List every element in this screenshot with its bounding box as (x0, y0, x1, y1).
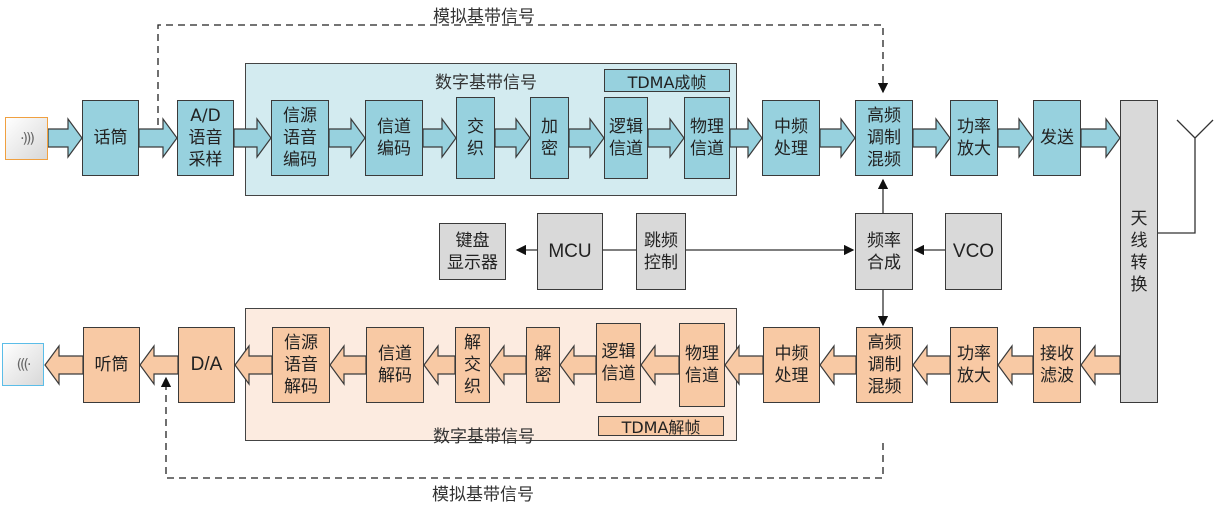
rx-block-filter: 接收 滤波 (1033, 327, 1081, 403)
analog-baseband-label-top: 模拟基带信号 (433, 7, 535, 27)
ctrl-block-vco: VCO (945, 213, 1002, 290)
rx-block-earpiece: 听筒 (83, 327, 140, 403)
tx-flow-arrow (1080, 117, 1121, 159)
rx-block-decrypt: 解 密 (526, 327, 560, 403)
rx-block-phys-channel: 物理 信道 (679, 323, 725, 407)
rx-flow-arrow (489, 344, 527, 386)
tx-flow-arrow (819, 117, 856, 159)
rx-flow-arrow (329, 344, 367, 386)
mic-source-icon: ·))) (5, 117, 48, 160)
tx-block-ad: A/D 语音 采样 (177, 100, 234, 176)
tx-block-interleave: 交 织 (456, 97, 495, 179)
rx-flow-arrow (234, 344, 273, 386)
rx-group-label: 数字基带信号 (433, 427, 535, 447)
rx-block-da: D/A (178, 327, 235, 403)
rx-flow-arrow (997, 344, 1034, 386)
tx-block-encrypt: 加 密 (530, 97, 569, 179)
tx-block-mic: 话筒 (82, 100, 139, 176)
analog-baseband-top-line (157, 24, 889, 125)
tx-block-rf-mod: 高频 调制 混频 (855, 100, 913, 176)
analog-baseband-label-bottom: 模拟基带信号 (432, 485, 534, 505)
tx-flow-arrow (233, 117, 272, 159)
tx-flow-arrow (47, 117, 83, 159)
tx-block-phys-channel: 物理 信道 (684, 97, 730, 179)
rx-flow-arrow (819, 344, 857, 386)
rx-block-if: 中频 处理 (763, 327, 820, 403)
tx-flow-arrow (328, 117, 366, 159)
rx-flow-arrow (1080, 344, 1121, 386)
tx-block-source-encode: 信源 语音 编码 (271, 100, 329, 176)
tx-block-channel-encode: 信道 编码 (365, 100, 423, 176)
rx-block-logic-channel: 逻辑 信道 (596, 323, 641, 403)
tdma-framing-label: TDMA成帧 (604, 69, 730, 92)
rx-block-pa: 功率 放大 (950, 327, 998, 403)
antenna-icon (1157, 119, 1214, 234)
ctrl-block-synth: 频率 合成 (855, 213, 913, 290)
antenna-switch-block: 天 线 转 换 (1120, 100, 1158, 403)
tx-flow-arrow (997, 117, 1034, 159)
rx-block-deinterleave: 解 交 织 (455, 327, 490, 403)
rx-flow-arrow (423, 344, 456, 386)
tx-block-pa: 功率 放大 (950, 100, 998, 176)
tx-flow-arrow (647, 117, 685, 159)
tx-block-logic-channel: 逻辑 信道 (604, 97, 648, 179)
tx-flow-arrow (568, 117, 605, 159)
tx-group-label: 数字基带信号 (435, 73, 537, 93)
rx-block-rf-mix: 高频 调制 混频 (856, 327, 913, 403)
rx-block-source-decode: 信源 语音 解码 (272, 327, 330, 403)
rx-flow-arrow (559, 344, 597, 386)
rx-flow-arrow (139, 344, 179, 386)
tdma-deframing-label: TDMA解帧 (598, 416, 724, 437)
rx-flow-arrow (724, 344, 764, 386)
tx-block-if: 中频 处理 (762, 100, 820, 176)
rx-block-channel-decode: 信道 解码 (366, 327, 424, 403)
ctrl-block-hop: 跳频 控制 (636, 213, 686, 290)
tx-flow-arrow (422, 117, 457, 159)
tx-block-send: 发送 (1033, 100, 1081, 176)
tx-flow-arrow (494, 117, 531, 159)
tx-flow-arrow (138, 117, 178, 159)
ctrl-block-keypad: 键盘 显示器 (439, 223, 506, 280)
rx-flow-arrow (44, 344, 84, 386)
speaker-output-icon: (((· (2, 343, 44, 386)
ctrl-block-mcu: MCU (537, 213, 603, 290)
rx-flow-arrow (912, 344, 951, 386)
tx-flow-arrow (729, 117, 763, 159)
analog-baseband-bottom-line (160, 376, 884, 479)
rx-flow-arrow (640, 344, 680, 386)
tx-flow-arrow (912, 117, 951, 159)
